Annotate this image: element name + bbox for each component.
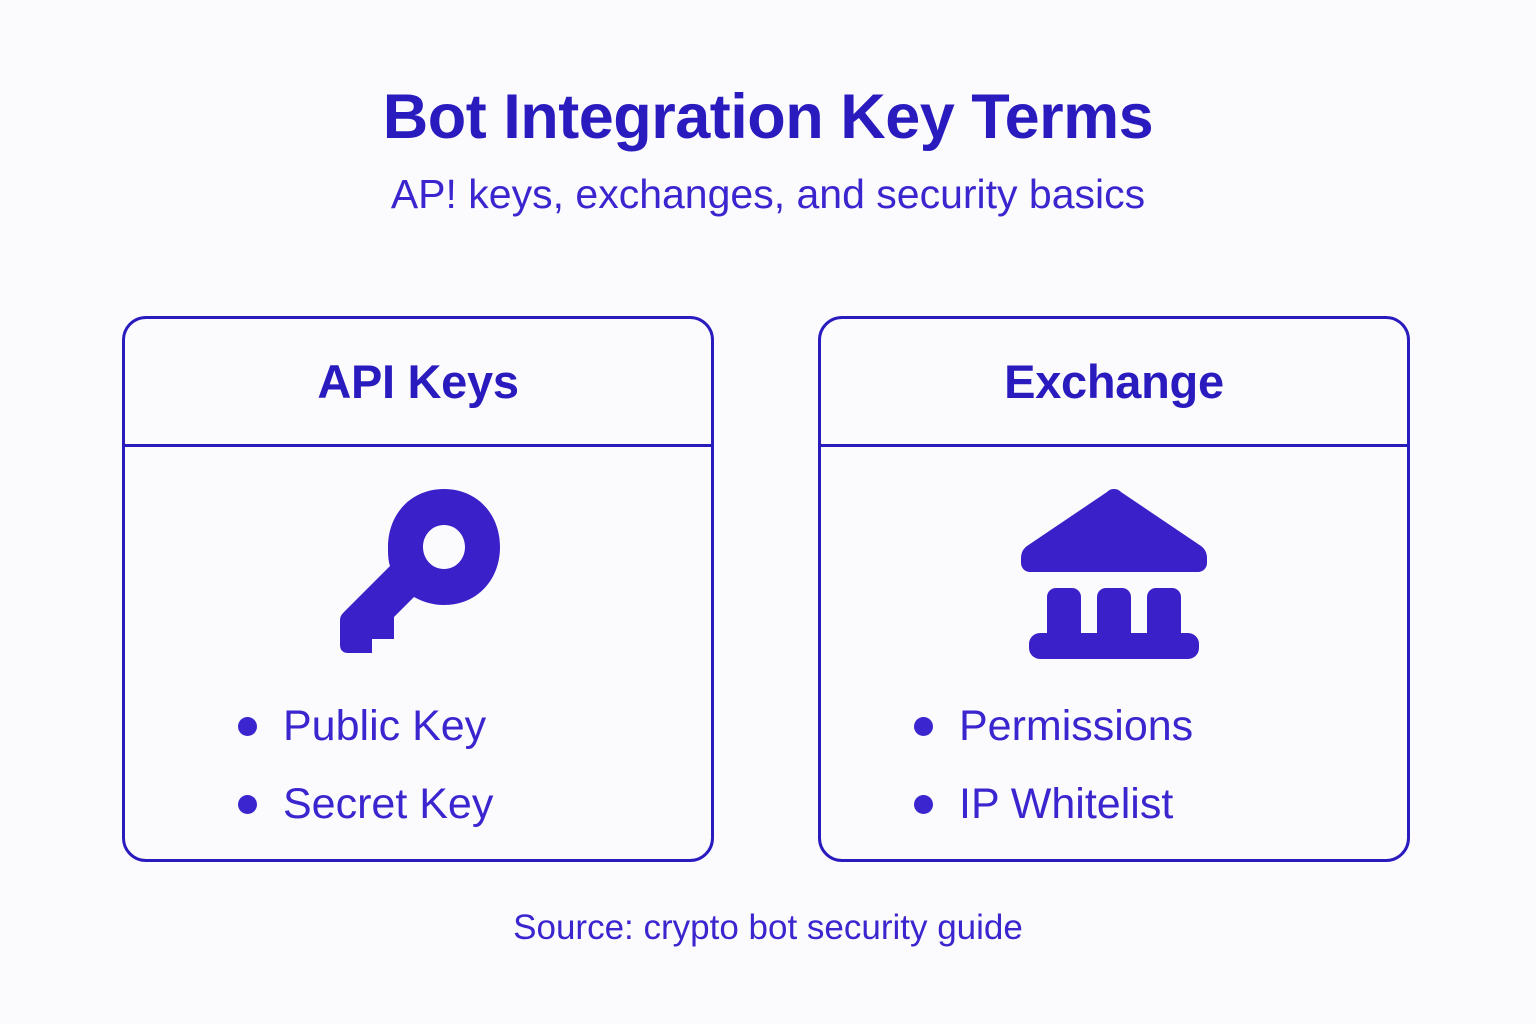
card-api-keys-header: API Keys — [125, 319, 711, 447]
card-exchange-body: Permissions IP Whitelist — [821, 447, 1407, 859]
card-exchange-title: Exchange — [1004, 355, 1224, 408]
api-keys-list: Public Key Secret Key — [125, 687, 711, 843]
list-item-label: Secret Key — [283, 779, 494, 828]
key-icon — [340, 489, 500, 653]
page-title: Bot Integration Key Terms — [382, 82, 1154, 152]
bank-icon-wrap — [821, 471, 1407, 671]
page-subtitle: AP! keys, exchanges, and security basics — [390, 171, 1146, 218]
source-caption: Source: crypto bot security guide — [513, 908, 1023, 947]
list-item: Permissions — [914, 687, 1314, 765]
bullet-dot-icon — [238, 794, 257, 814]
bank-icon — [1021, 489, 1207, 659]
list-item-label: IP Whitelist — [959, 779, 1174, 828]
card-api-keys-title: API Keys — [317, 355, 519, 408]
card-exchange-header: Exchange — [821, 319, 1407, 447]
card-exchange: Exchange Permissions — [818, 316, 1410, 862]
list-item: Secret Key — [238, 765, 598, 843]
exchange-list: Permissions IP Whitelist — [821, 687, 1407, 843]
header: Bot Integration Key Terms AP! keys, exch… — [0, 84, 1536, 217]
list-item: Public Key — [238, 687, 598, 765]
list-item-label: Public Key — [283, 701, 487, 750]
list-item: IP Whitelist — [914, 765, 1314, 843]
card-api-keys-body: Public Key Secret Key — [125, 447, 711, 859]
list-item-label: Permissions — [959, 701, 1194, 750]
card-api-keys: API Keys Public Key Secret Key — [122, 316, 714, 862]
bullet-dot-icon — [238, 716, 257, 736]
bullet-dot-icon — [914, 716, 933, 736]
key-icon-wrap — [125, 471, 711, 671]
bullet-dot-icon — [914, 794, 933, 814]
